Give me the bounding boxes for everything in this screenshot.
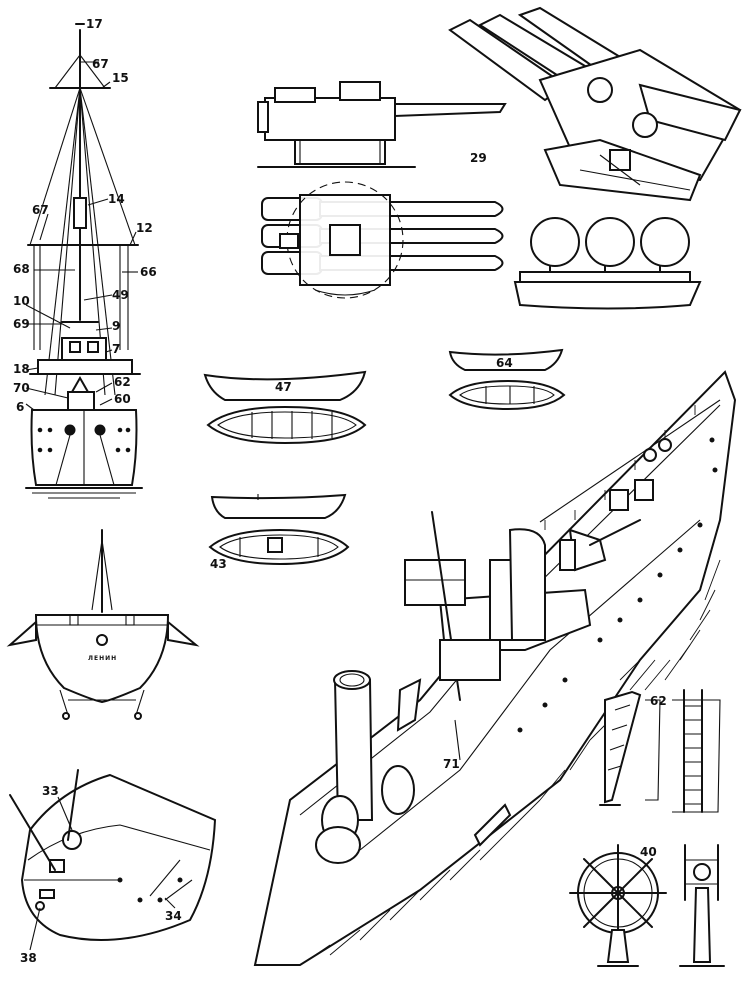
label-62-detail: 62 xyxy=(650,694,667,708)
boat-47 xyxy=(203,370,367,445)
ladder-detail xyxy=(599,689,721,813)
label-67-top: 67 xyxy=(92,57,109,71)
label-33: 33 xyxy=(42,784,59,798)
label-34: 34 xyxy=(165,909,182,923)
label-60: 60 xyxy=(114,392,131,406)
ship-stern-view xyxy=(6,529,200,720)
label-67-yard: 67 xyxy=(32,203,49,217)
stern-hull-name: ЛЕНИН xyxy=(88,655,117,662)
label-62: 62 xyxy=(114,375,131,389)
label-17: 17 xyxy=(86,17,103,31)
label-10: 10 xyxy=(13,294,30,308)
label-71: 71 xyxy=(443,757,460,771)
label-70: 70 xyxy=(13,381,30,395)
label-47: 47 xyxy=(275,380,292,394)
ship-front-view xyxy=(25,23,143,499)
torpedo-tube-perspective xyxy=(448,6,742,202)
label-6: 6 xyxy=(16,400,24,414)
label-66: 66 xyxy=(140,265,157,279)
label-15: 15 xyxy=(112,71,129,85)
label-69: 69 xyxy=(13,317,30,331)
label-12: 12 xyxy=(136,221,153,235)
label-38: 38 xyxy=(20,951,37,965)
label-29: 29 xyxy=(470,151,487,165)
torpedo-tube-end-view xyxy=(513,217,702,310)
label-9: 9 xyxy=(112,319,120,333)
label-43: 43 xyxy=(210,557,227,571)
torpedo-tube-plan-view xyxy=(261,181,504,299)
label-49: 49 xyxy=(112,288,129,302)
label-14: 14 xyxy=(108,192,125,206)
label-40: 40 xyxy=(640,845,657,859)
label-68: 68 xyxy=(13,262,30,276)
label-64: 64 xyxy=(496,356,513,370)
stern-detail-view xyxy=(9,769,217,951)
ship-perspective-view xyxy=(253,370,737,966)
label-18: 18 xyxy=(13,362,30,376)
boat-64 xyxy=(448,348,566,411)
steering-wheel-detail xyxy=(569,844,725,967)
torpedo-tube-side-view xyxy=(257,81,507,168)
label-7: 7 xyxy=(112,342,120,356)
boat-43 xyxy=(208,493,350,566)
